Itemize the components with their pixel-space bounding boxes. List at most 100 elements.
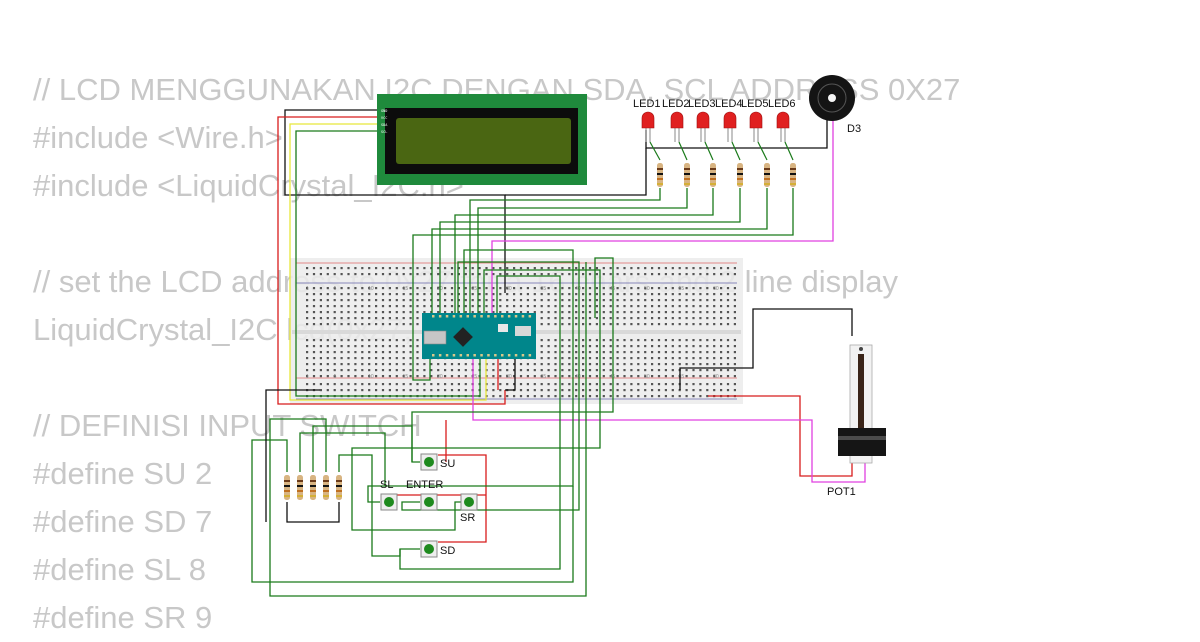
breadboard-hole [368, 357, 371, 360]
breadboard-hole [575, 287, 578, 290]
breadboard-hole [547, 357, 550, 360]
breadboard-hole [547, 389, 550, 392]
breadboard-hole [561, 293, 564, 296]
resistor-band [657, 178, 663, 180]
breadboard-hole [375, 345, 378, 348]
breadboard-hole [554, 383, 557, 386]
breadboard-hole [368, 273, 371, 276]
wire-res-gnd-bus [286, 502, 340, 523]
breadboard-hole [361, 273, 364, 276]
breadboard-hole [651, 273, 654, 276]
breadboard-hole [333, 317, 336, 320]
led-label: LED6 [768, 98, 796, 110]
breadboard-hole [644, 267, 647, 270]
breadboard-hole [416, 339, 419, 342]
breadboard-hole [402, 273, 405, 276]
breadboard-hole [630, 273, 633, 276]
breadboard-hole [644, 389, 647, 392]
breadboard-hole [685, 383, 688, 386]
breadboard-hole [450, 305, 454, 308]
breadboard-hole [644, 305, 647, 308]
breadboard-hole [430, 363, 433, 366]
breadboard-hole [733, 287, 736, 290]
breadboard-hole [678, 287, 681, 290]
breadboard-hole [354, 311, 357, 314]
breadboard-hole [575, 311, 578, 314]
breadboard-hole [423, 267, 426, 270]
breadboard-hole [664, 287, 667, 290]
breadboard-hole [692, 287, 695, 290]
breadboard-hole [623, 267, 626, 270]
breadboard-number: 50 [644, 286, 650, 292]
breadboard-hole [347, 305, 350, 308]
breadboard-hole [513, 311, 516, 314]
breadboard-hole [657, 375, 661, 378]
breadboard-hole [644, 363, 647, 366]
breadboard-hole [526, 311, 529, 314]
breadboard-hole [437, 363, 440, 366]
breadboard-hole [554, 317, 557, 320]
breadboard-hole [540, 357, 543, 360]
breadboard-hole [706, 323, 709, 326]
breadboard-hole [437, 389, 440, 392]
breadboard-hole [361, 267, 364, 270]
usb-connector [423, 330, 447, 345]
breadboard-hole [630, 375, 633, 378]
breadboard-hole [388, 345, 391, 348]
breadboard-hole [430, 293, 433, 296]
breadboard-hole [444, 363, 447, 366]
breadboard-hole [609, 351, 612, 354]
breadboard-hole [699, 305, 702, 308]
breadboard-hole [678, 299, 681, 302]
breadboard-hole [720, 389, 723, 392]
breadboard-hole [692, 357, 695, 360]
breadboard-hole [312, 345, 316, 348]
resistor-band [336, 480, 342, 482]
breadboard-number: 25 [472, 286, 478, 292]
breadboard-hole [464, 267, 467, 270]
breadboard-hole [464, 369, 467, 372]
wire-pot-vcc [708, 395, 853, 477]
breadboard-hole [478, 293, 481, 296]
breadboard-hole [575, 293, 578, 296]
breadboard-hole [526, 395, 529, 398]
breadboard-hole [685, 273, 688, 276]
breadboard-hole [430, 311, 433, 314]
breadboard-hole [492, 293, 495, 296]
breadboard-hole [575, 395, 578, 398]
breadboard-hole [361, 305, 364, 308]
reset-button [498, 324, 508, 332]
breadboard-hole [671, 357, 674, 360]
breadboard-hole [547, 369, 550, 372]
breadboard-hole [720, 369, 723, 372]
breadboard-hole [540, 293, 543, 296]
breadboard-hole [326, 287, 329, 290]
breadboard-hole [547, 395, 550, 398]
breadboard-hole [506, 375, 509, 378]
breadboard-hole [326, 305, 329, 308]
pulldown-resistor-5 [336, 475, 342, 500]
breadboard-hole [533, 299, 536, 302]
breadboard-hole [575, 345, 578, 348]
button-sd-cap [424, 544, 434, 554]
breadboard-hole [457, 273, 460, 276]
pulldown-resistor-bank [284, 475, 342, 500]
breadboard-hole [492, 273, 495, 276]
breadboard-hole [609, 287, 612, 290]
breadboard-hole [437, 383, 440, 386]
breadboard-hole [519, 389, 523, 392]
breadboard-hole [354, 351, 357, 354]
breadboard-hole [347, 273, 350, 276]
breadboard-hole [368, 305, 371, 308]
breadboard-hole [623, 287, 626, 290]
breadboard-number: 10 [368, 374, 374, 380]
breadboard-hole [375, 267, 378, 270]
buzzer-label: D3 [847, 123, 861, 135]
breadboard-hole [519, 383, 523, 386]
breadboard-hole [630, 267, 633, 270]
breadboard-hole [692, 305, 695, 308]
breadboard-hole [637, 317, 640, 320]
breadboard-hole [664, 395, 667, 398]
breadboard-hole [630, 299, 633, 302]
